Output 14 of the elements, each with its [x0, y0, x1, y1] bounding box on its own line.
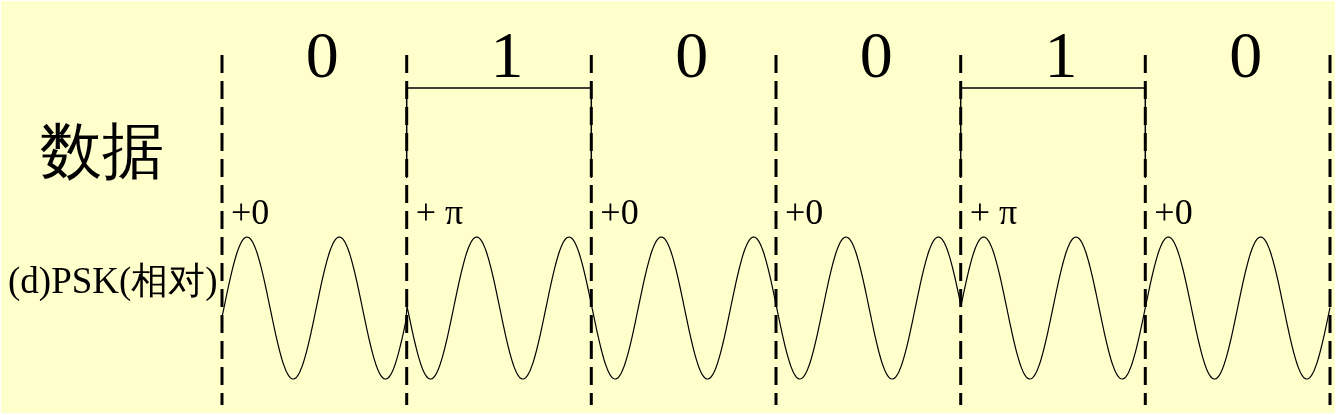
phase-label: +0	[600, 194, 639, 230]
bit-value: 0	[1229, 22, 1263, 88]
row-label: (d)PSK(相对)	[8, 262, 218, 299]
row-label: 数据	[40, 120, 164, 182]
phase-label: + π	[415, 194, 464, 230]
phase-label: +0	[785, 194, 824, 230]
bit-value: 1	[1044, 22, 1078, 88]
phase-label: +0	[1154, 194, 1193, 230]
bit-value: 0	[675, 22, 709, 88]
bit-value: 0	[859, 22, 893, 88]
phase-label: + π	[969, 194, 1018, 230]
bit-value: 1	[490, 22, 524, 88]
bit-value: 0	[305, 22, 339, 88]
phase-label: +0	[231, 194, 270, 230]
